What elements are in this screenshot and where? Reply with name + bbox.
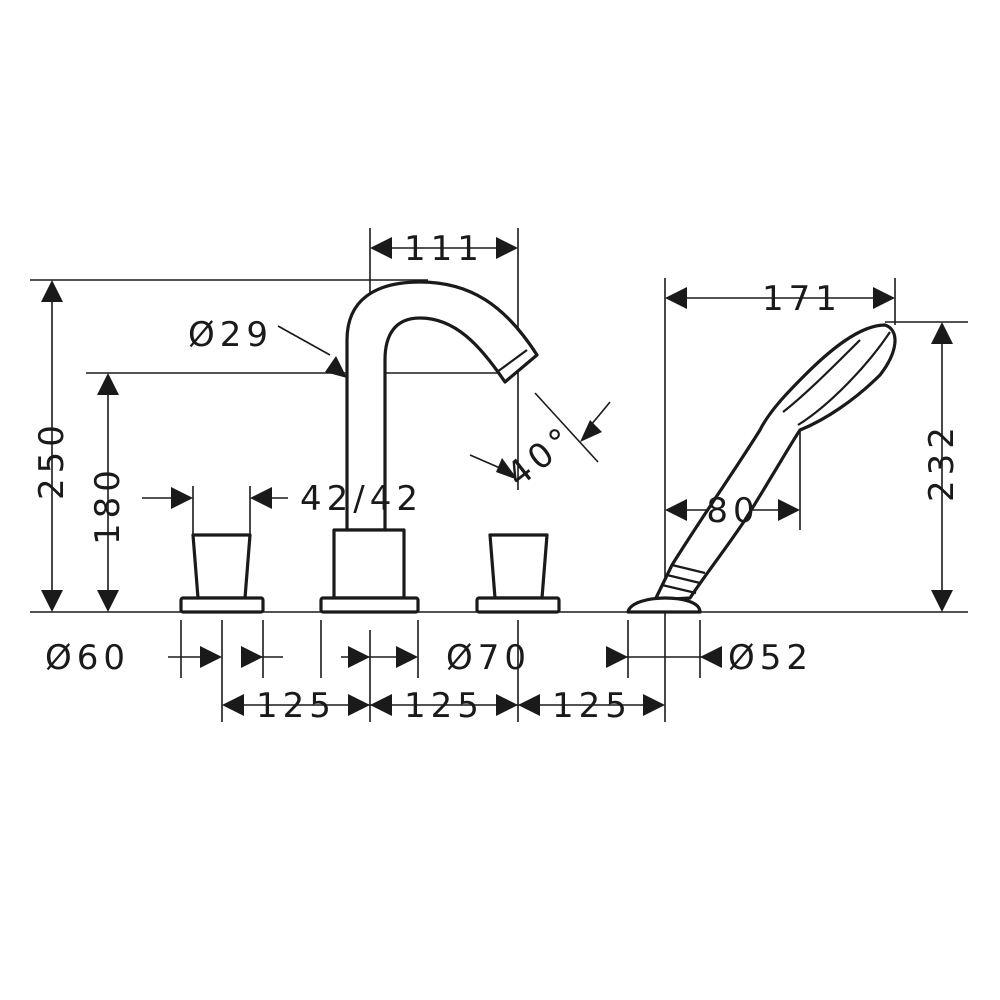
dim-spacing-1: 125 bbox=[256, 686, 336, 726]
dim-spacing-2: 125 bbox=[404, 686, 484, 726]
dim-height-total: 250 bbox=[32, 420, 72, 500]
dim-spacing-3: 125 bbox=[552, 686, 632, 726]
dim-handle-size: 42/42 bbox=[300, 479, 423, 519]
dim-shower-height: 232 bbox=[922, 422, 962, 502]
dim-spout-angle: 40° bbox=[499, 417, 583, 495]
dim-spout-reach: 111 bbox=[404, 229, 484, 269]
dim-base-handles: Ø60 bbox=[45, 638, 130, 678]
dim-spout-diameter: Ø29 bbox=[188, 315, 273, 355]
dim-shower-reach: 171 bbox=[762, 279, 842, 319]
dim-base-spout: Ø70 bbox=[446, 638, 531, 678]
right-handle bbox=[475, 533, 561, 614]
spout bbox=[319, 280, 539, 614]
dim-base-shower: Ø52 bbox=[728, 638, 813, 678]
dim-height-outlet: 180 bbox=[88, 465, 128, 545]
hand-shower bbox=[626, 323, 897, 614]
dimension-labels: 250 180 111 Ø29 42/42 40° Ø60 Ø70 Ø52 12… bbox=[32, 229, 962, 726]
left-handle bbox=[179, 533, 265, 614]
arrowheads bbox=[41, 237, 953, 716]
dim-shower-head-offset: 80 bbox=[706, 491, 759, 531]
